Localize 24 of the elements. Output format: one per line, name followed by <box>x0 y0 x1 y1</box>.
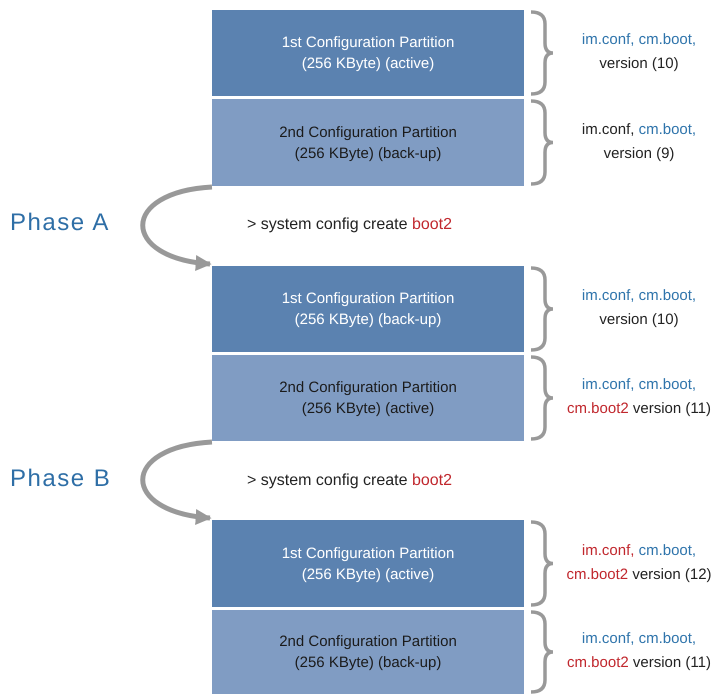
partition-block <box>212 520 524 607</box>
version-note: im.conf, cm.boot, version (9) <box>580 120 698 164</box>
command-text: > system config create boot2 <box>247 216 452 234</box>
version-note: im.conf, cm.boot, cm.boot2 version (11) <box>566 629 712 673</box>
partition-label: 1st Configuration Partition (256 KByte) (back-up) <box>280 289 456 330</box>
version-note: im.conf, cm.boot, cm.boot2 version (11) <box>566 375 712 419</box>
partition-label: 1st Configuration Partition (256 KByte) (active) <box>280 33 456 74</box>
version-note: im.conf, cm.boot, cm.boot2 version (12) <box>565 540 713 584</box>
phase-label: Phase B <box>10 465 112 493</box>
partition-label: 2nd Configuration Partition (256 KByte) (active) <box>278 378 458 419</box>
partition-label: 1st Configuration Partition (256 KByte) (active) <box>280 544 456 584</box>
partition-label: 2nd Configuration Partition (256 KByte) (back-up) <box>278 122 458 164</box>
partition-block <box>212 99 524 186</box>
version-note: im.conf, cm.boot, version (10) <box>580 286 698 330</box>
partition-block <box>212 355 524 441</box>
curved-arrow <box>140 184 212 270</box>
command-text: > system config create boot2 <box>247 472 452 490</box>
partition-label: 2nd Configuration Partition (256 KByte) (back-up) <box>278 632 458 673</box>
partition-block <box>212 10 524 96</box>
phase-label: Phase A <box>10 209 110 237</box>
partition-block <box>212 610 524 694</box>
curved-arrow <box>140 440 212 524</box>
version-note: im.conf, cm.boot, version (10) <box>580 30 698 74</box>
partition-block <box>212 266 524 352</box>
